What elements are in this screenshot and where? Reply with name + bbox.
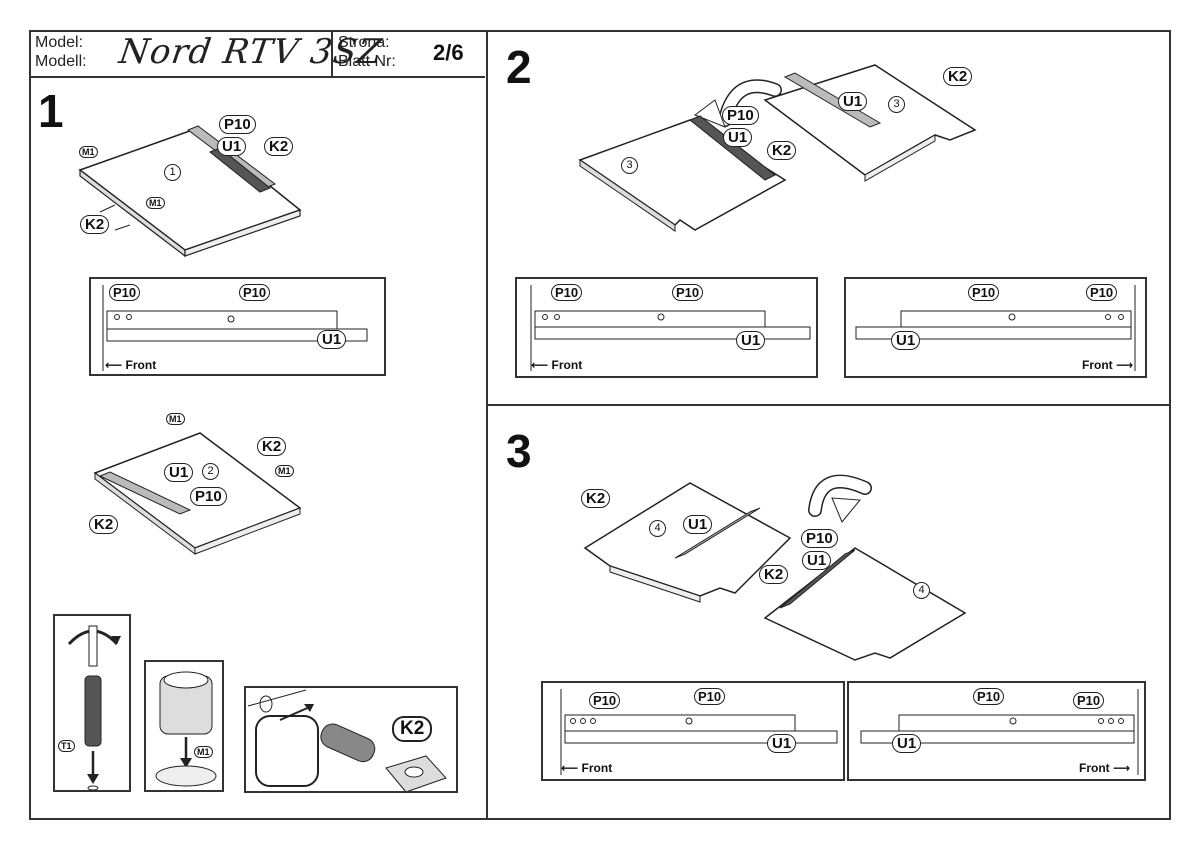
label-m1: M1 [79, 146, 98, 158]
detail-3r-front-text: Front [1079, 761, 1110, 775]
page-label-de: Blatt Nr: [338, 53, 396, 70]
detail-2r-p10-b: P10 [1086, 284, 1118, 301]
detail-3l-p10-b: P10 [694, 688, 726, 705]
detail-2l-u1: U1 [736, 331, 766, 350]
detail-2l-p10-a: P10 [551, 284, 583, 301]
detail-2r-front: Front ⟶ [1082, 358, 1134, 372]
page-label-pl: Strona: [338, 34, 390, 51]
label-k2-s3b: K2 [759, 565, 789, 584]
label-u1-s3b: U1 [802, 551, 832, 570]
rail-detail-2-left [530, 285, 811, 371]
label-m1-b: M1 [146, 197, 165, 209]
detail-1-front-text: Front [125, 358, 157, 372]
model-labels: Model: Modell: [35, 33, 87, 79]
label-u1-s2a: U1 [723, 128, 753, 147]
panel-number-4a: 4 [649, 520, 666, 537]
step-number-2: 2 [506, 41, 532, 93]
title-block: Model: Modell: Nord RTV 3SZ Strona: Blat… [29, 30, 485, 78]
label-p10-s2: P10 [722, 106, 759, 125]
label-k2-c: K2 [257, 437, 287, 456]
panel-number-3b: 3 [888, 96, 905, 113]
label-k2: K2 [264, 137, 294, 156]
tool-box-screwdriver: T1 [53, 614, 131, 792]
label-u1: U1 [217, 137, 247, 156]
label-m1-c: M1 [166, 413, 185, 425]
panel-number-3a: 3 [621, 157, 638, 174]
detail-3r-front: Front ⟶ [1079, 761, 1131, 775]
page-number: 2/6 [433, 40, 464, 65]
label-k2-s2a: K2 [767, 141, 797, 160]
detail-box-2-right: P10 P10 U1 Front ⟶ [844, 277, 1147, 378]
tool-box-cam: M1 [144, 660, 224, 792]
panel-number-1: 1 [164, 164, 181, 181]
detail-3l-u1: U1 [767, 734, 797, 753]
detail-1-p10-b: P10 [239, 284, 271, 301]
panel-number-2: 2 [202, 463, 219, 480]
step3-panels-drawing [583, 474, 967, 661]
label-t1: T1 [58, 740, 75, 752]
label-u1-s3a: U1 [683, 515, 713, 534]
panel-number-4b: 4 [913, 582, 930, 599]
label-p10: P10 [219, 115, 256, 134]
label-k2-s2b: K2 [943, 67, 973, 86]
label-k2-b: K2 [80, 215, 110, 234]
label-p10-c: P10 [190, 487, 227, 506]
detail-3r-p10-b: P10 [1073, 692, 1105, 709]
rail-detail-1 [102, 285, 368, 371]
detail-2l-front: ⟵ Front [531, 358, 583, 372]
detail-2r-u1: U1 [891, 331, 921, 350]
detail-3l-front-text: Front [581, 761, 613, 775]
detail-3r-p10-a: P10 [973, 688, 1005, 705]
detail-1-u1: U1 [317, 330, 347, 349]
step-number-3: 3 [506, 425, 532, 477]
label-m1-e: M1 [194, 746, 213, 758]
label-k2-d: K2 [89, 515, 119, 534]
cam-lock-icon [155, 671, 217, 787]
label-m1-d: M1 [275, 465, 294, 477]
detail-2l-front-text: Front [551, 358, 583, 372]
detail-2r-p10-a: P10 [968, 284, 1000, 301]
label-u1-c: U1 [164, 463, 194, 482]
detail-box-3-left: P10 P10 U1 ⟵ Front [541, 681, 845, 781]
detail-box-2-left: P10 P10 U1 ⟵ Front [515, 277, 818, 378]
detail-box-1: P10 P10 U1 ⟵ Front [89, 277, 386, 376]
model-label-pl: Model: [35, 34, 84, 51]
detail-2l-p10-b: P10 [672, 284, 704, 301]
label-k2-large: K2 [392, 716, 433, 742]
step2-panels-drawing [578, 64, 977, 232]
label-k2-s3a: K2 [581, 489, 611, 508]
vertical-divider [486, 30, 488, 820]
page-frame [29, 30, 1171, 820]
detail-3l-p10-a: P10 [589, 692, 621, 709]
tool-box-dowel: K2 [244, 686, 458, 793]
model-label-de: Modell: [35, 53, 87, 70]
detail-2r-front-text: Front [1082, 358, 1113, 372]
detail-1-front: ⟵ Front [105, 358, 157, 372]
detail-3l-front: ⟵ Front [561, 761, 613, 775]
panel-1-drawing [78, 125, 302, 258]
horizontal-divider [486, 404, 1171, 406]
label-u1-s2b: U1 [838, 92, 868, 111]
page-info: Strona: Blatt Nr: 2/6 [331, 30, 485, 76]
screwdriver-icon [67, 625, 121, 791]
label-p10-s3: P10 [801, 529, 838, 548]
rail-detail-2-right [855, 285, 1136, 371]
step-number-1: 1 [38, 85, 64, 137]
dowel-insert-icon [247, 689, 447, 793]
detail-1-p10-a: P10 [109, 284, 141, 301]
detail-box-3-right: P10 P10 U1 Front ⟶ [847, 681, 1146, 781]
rail-detail-3-right [860, 689, 1139, 775]
detail-3r-u1: U1 [892, 734, 922, 753]
